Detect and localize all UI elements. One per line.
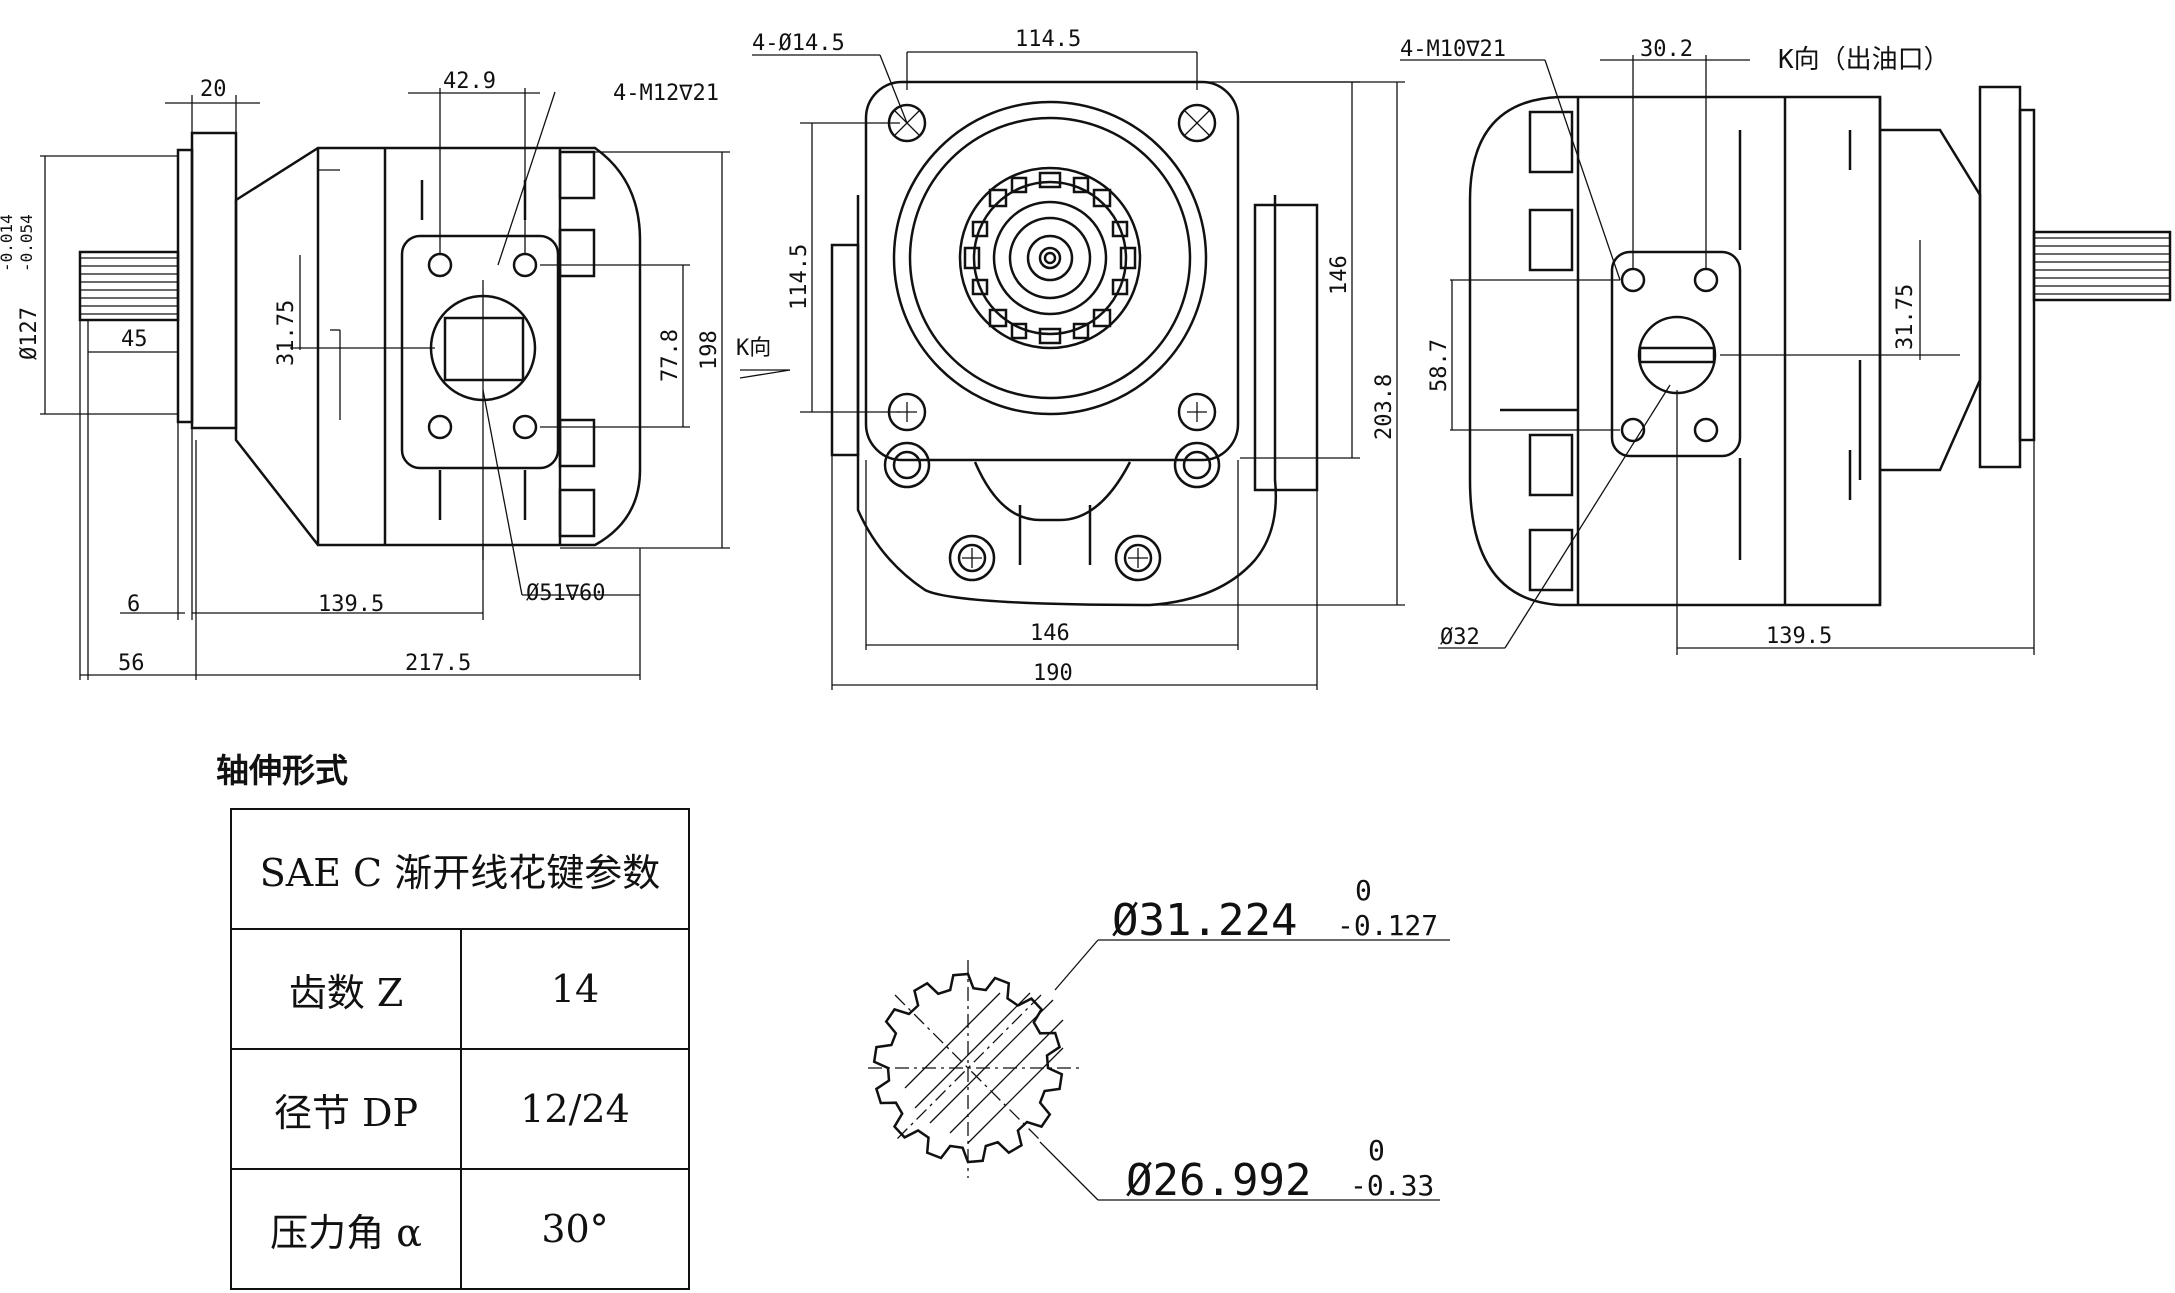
dim-port-bolt-span: 42.9 [443,69,496,94]
dim-body-len: 217.5 [405,651,471,676]
dim-height-146: 146 [1327,255,1352,295]
spline-hatch [904,992,1064,1144]
dim-spline-len: 45 [121,327,148,352]
table-row: 齿数 Z 14 [230,928,690,1050]
table-row: 径节 DP 12/24 [230,1048,690,1170]
right-dim-lines [1400,55,2035,655]
table-value: 30° [460,1168,690,1290]
table-value: 12/24 [460,1048,690,1170]
front-view: 4-Ø14.5 114.5 114.5 146 203.8 K向 146 190 [736,27,1405,690]
front-mount-holes [883,103,1221,582]
front-left-port [830,243,860,457]
front-pilot-ring [892,100,1208,416]
dim-pilot-dia: Ø127 [17,307,42,360]
spline-minor-tol-upper: 0 [1368,1134,1385,1167]
right-port-pad [1610,250,1742,458]
dim-port-bolt-span-v: 77.8 [658,329,683,382]
spline-parameter-table: SAE C 渐开线花键参数 齿数 Z 14 径节 DP 12/24 压力角 α … [230,808,690,1290]
right-port-bore [1637,315,1717,395]
dim-height-total: 203.8 [1372,374,1397,440]
front-bearing [958,166,1142,350]
left-flange [190,131,238,430]
front-dim-lines [739,51,1405,690]
left-body [234,146,642,547]
right-view: 4-M10∇21 30.2 K向（出油口） 58.7 31.75 Ø32 139… [1400,37,2172,655]
right-flange [1978,85,2022,469]
front-bearing-rollers [963,171,1137,345]
dim-width-146: 146 [1030,621,1070,646]
dim-shaft-len: 56 [118,651,145,676]
dim-width-190: 190 [1033,661,1073,686]
left-pilot [176,148,194,424]
spline-major-tol-lower: -0.127 [1337,909,1438,942]
right-pilot [2018,108,2036,442]
dim-port-bore: Ø51∇60 [526,581,605,606]
dim-right-port-bolt-span: 30.2 [1640,37,1693,62]
spline-major-dia: Ø31.224 [1112,895,1297,946]
dim-right-port-offset: 31.75 [1893,284,1918,350]
table-value: 14 [460,928,690,1050]
dim-right-port-bolt-span-v: 58.7 [1427,339,1452,392]
left-spline-shaft [78,250,180,322]
table-row: 压力角 α 30° [230,1168,690,1290]
dim-pilot-tol-upper: -0.014 [0,214,16,272]
right-spline-shaft [2032,230,2172,302]
dim-height: 198 [697,330,722,370]
front-mount-flange [864,80,1240,462]
dim-hole-span-h: 114.5 [1015,27,1081,52]
front-right-port [1253,203,1319,492]
dim-pilot-len: 6 [127,592,140,617]
dim-right-port-thread: 4-M10∇21 [1400,37,1506,62]
table-label: 齿数 Z [230,928,462,1050]
dim-hole-span-v: 114.5 [787,244,812,310]
dim-right-port-center: 139.5 [1766,624,1832,649]
left-view: 20 42.9 4-M12∇21 Ø127 -0.014 -0.054 45 3… [0,69,730,680]
dim-pilot-tol-lower: -0.054 [17,214,36,272]
table-label: 径节 DP [230,1048,462,1170]
front-k-view-label: K向 [736,336,771,361]
dim-port-thread: 4-M12∇21 [613,81,719,106]
right-k-view-title: K向（出油口） [1778,45,1950,75]
spline-minor-tol-lower: -0.33 [1350,1169,1434,1202]
right-body [1468,95,1882,607]
spline-section: Ø31.224 0 -0.127 Ø26.992 0 -0.33 [868,874,1450,1206]
dim-port-offset: 31.75 [274,300,299,366]
dim-port-center: 139.5 [318,592,384,617]
left-dim-lines [40,88,730,680]
dim-flange-thk: 20 [200,77,227,102]
shaft-extension-title: 轴伸形式 [216,751,348,790]
front-lower-housing [856,195,1278,607]
dim-right-port-bore: Ø32 [1440,625,1480,650]
table-label: 压力角 α [230,1168,462,1290]
table-header: SAE C 渐开线花键参数 [230,808,690,930]
spline-minor-dia: Ø26.992 [1126,1155,1311,1206]
spline-major-tol-upper: 0 [1355,874,1372,907]
left-port-pad [400,234,560,470]
dim-mount-holes: 4-Ø14.5 [752,31,845,56]
table-header-row: SAE C 渐开线花键参数 [230,808,690,930]
